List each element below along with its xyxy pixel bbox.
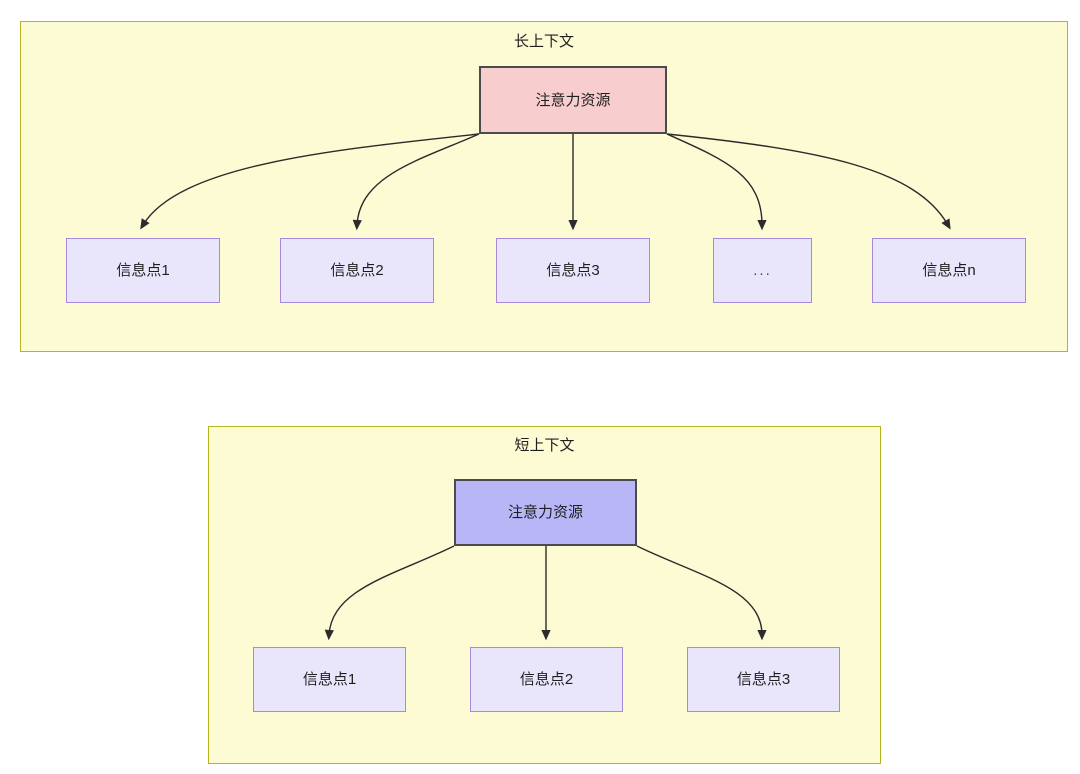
node-long-attention-resource[interactable]: 注意力资源 [479,66,667,134]
node-short-info-3[interactable]: 信息点3 [687,647,840,712]
panel-short-context-title: 短上下文 [514,437,575,454]
node-label: ... [753,262,772,279]
node-long-info-1[interactable]: 信息点1 [66,238,220,303]
panel-long-context-title: 长上下文 [513,33,574,50]
panel-short-context: 短上下文 [208,426,881,764]
node-label: 注意力资源 [507,504,583,521]
node-label: 信息点3 [736,671,791,688]
node-label: 信息点3 [546,262,600,279]
node-label: 信息点1 [302,671,357,688]
node-short-info-1[interactable]: 信息点1 [253,647,406,712]
node-label: 信息点2 [330,262,384,279]
node-short-info-2[interactable]: 信息点2 [470,647,623,712]
node-label: 信息点1 [116,262,170,279]
node-label: 注意力资源 [535,91,611,109]
node-label: 信息点n [922,262,976,279]
node-long-info-2[interactable]: 信息点2 [280,238,434,303]
node-long-info-3[interactable]: 信息点3 [496,238,650,303]
node-label: 信息点2 [519,671,574,688]
node-short-attention-resource[interactable]: 注意力资源 [454,479,637,546]
node-long-info-n[interactable]: 信息点n [872,238,1026,303]
node-long-info-ellipsis[interactable]: ... [713,238,812,303]
